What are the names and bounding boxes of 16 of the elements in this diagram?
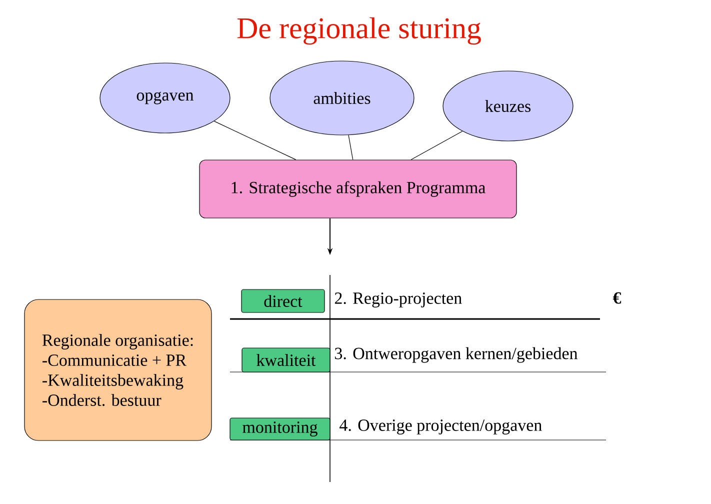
ellipse-node: opgaven [100, 62, 230, 134]
item-label: € [612, 292, 622, 304]
connector-line [410, 130, 463, 160]
connector-line [348, 134, 354, 160]
title: De regionale sturing [237, 17, 481, 45]
item-label: 4. Overige projecten/opgaven [340, 420, 542, 434]
tag-box: direct [241, 289, 325, 313]
ellipse-node: ambities [270, 60, 414, 136]
tag-box: monitoring [230, 418, 330, 440]
organisation-box: Regionale organisatie: -Communicatie + PR -Kwaliteitsbewaking -Onderst. bestuur [24, 299, 212, 441]
tag-box: kwaliteit [242, 348, 330, 372]
item-label: 3. Ontweropgaven kernen/gebieden [335, 347, 578, 363]
ellipse-node: keuzes [442, 70, 574, 142]
item-label: 2. Regio-projecten [334, 292, 462, 308]
connector-line [214, 120, 296, 160]
process-box: 1. Strategische afspraken Programma [199, 160, 517, 218]
